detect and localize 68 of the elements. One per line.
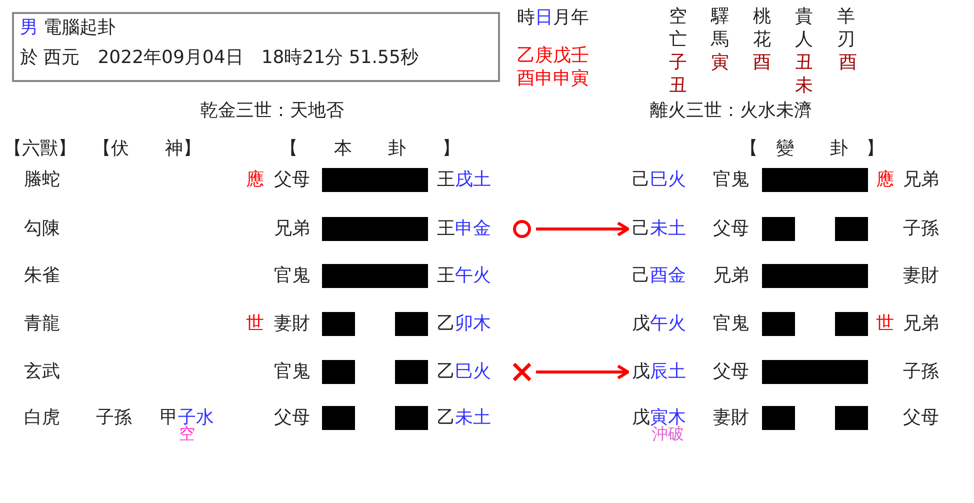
relation-text: 父母 <box>713 360 749 384</box>
relation-text: 兄弟 <box>903 312 939 336</box>
najia-text: 戊辰土 <box>632 360 686 384</box>
relation-text: 兄弟 <box>713 264 749 288</box>
relation-text: 兄弟 <box>903 168 939 192</box>
moving-line-cross-icon <box>512 362 532 382</box>
najia-text: 乙未土 <box>437 406 491 430</box>
najia-text: 王戌土 <box>437 168 491 192</box>
hexagram-name: 乾金三世：天地否 <box>200 99 344 123</box>
beast-name: 白虎 <box>24 406 60 430</box>
ganzhi-text: 乙庚戊壬 <box>517 44 589 68</box>
shensha-value: 酉 <box>838 51 858 74</box>
relation-text: 妻財 <box>274 312 310 336</box>
shensha-label: 桃花 <box>752 5 772 51</box>
world-marker: 世 <box>246 312 264 336</box>
najia-text: 王申金 <box>437 217 491 241</box>
relation-text: 子孫 <box>903 360 939 384</box>
info-text: 男 電腦起卦 <box>20 16 116 40</box>
beast-name: 螣蛇 <box>24 168 60 192</box>
relation-text: 子孫 <box>96 406 132 430</box>
arrow <box>536 364 630 380</box>
shensha-label: 貴人 <box>794 5 814 51</box>
relation-text: 官鬼 <box>713 312 749 336</box>
pillar-header: 時日月年 <box>517 6 589 30</box>
relation-text: 官鬼 <box>713 168 749 192</box>
najia-text: 王午火 <box>437 264 491 288</box>
shensha-label: 驛馬 <box>710 5 730 51</box>
relation-text: 子孫 <box>903 217 939 241</box>
relation-text: 父母 <box>274 406 310 430</box>
relation-text: 官鬼 <box>274 264 310 288</box>
arrow <box>536 222 630 236</box>
najia-text: 戊午火 <box>632 312 686 336</box>
hexagram-name: 離火三世：火水未濟 <box>650 99 812 123</box>
shensha-value: 子丑 <box>668 51 688 97</box>
shensha-value: 酉 <box>752 51 772 74</box>
shensha-value: 寅 <box>710 51 730 74</box>
relation-text: 官鬼 <box>274 360 310 384</box>
shensha-label: 羊刃 <box>836 5 856 51</box>
shensha-value: 丑未 <box>794 51 814 97</box>
najia-text: 己巳火 <box>632 168 686 192</box>
column-header: 【 變 卦 】 <box>740 137 884 161</box>
beast-name: 玄武 <box>24 360 60 384</box>
relation-text: 妻財 <box>903 264 939 288</box>
relation-text: 父母 <box>903 406 939 430</box>
relation-text: 父母 <box>713 217 749 241</box>
column-header: 【六獸】 <box>4 137 76 161</box>
najia-text: 乙卯木 <box>437 312 491 336</box>
shensha-label: 空亡 <box>668 5 688 51</box>
column-header: 【伏 神】 <box>93 137 201 161</box>
beast-name: 朱雀 <box>24 264 60 288</box>
response-marker: 應 <box>246 168 264 192</box>
relation-text: 父母 <box>274 168 310 192</box>
ganzhi-text: 酉申申寅 <box>517 67 589 91</box>
column-header: 【 本 卦 】 <box>280 137 460 161</box>
world-marker: 世 <box>876 312 894 336</box>
moving-line-circle-icon <box>513 220 531 238</box>
najia-text: 己酉金 <box>632 264 686 288</box>
relation-text: 兄弟 <box>274 217 310 241</box>
response-marker: 應 <box>876 168 894 192</box>
beast-name: 青龍 <box>24 312 60 336</box>
relation-text: 妻財 <box>713 406 749 430</box>
najia-text: 己未土 <box>632 217 686 241</box>
void-mark: 空 <box>179 425 195 443</box>
clash-mark: 沖破 <box>652 425 684 443</box>
info-box <box>12 12 500 82</box>
najia-text: 乙巳火 <box>437 360 491 384</box>
info-text: 於 西元 2022年09月04日 18時21分 51.55秒 <box>20 46 418 70</box>
beast-name: 勾陳 <box>24 217 60 241</box>
